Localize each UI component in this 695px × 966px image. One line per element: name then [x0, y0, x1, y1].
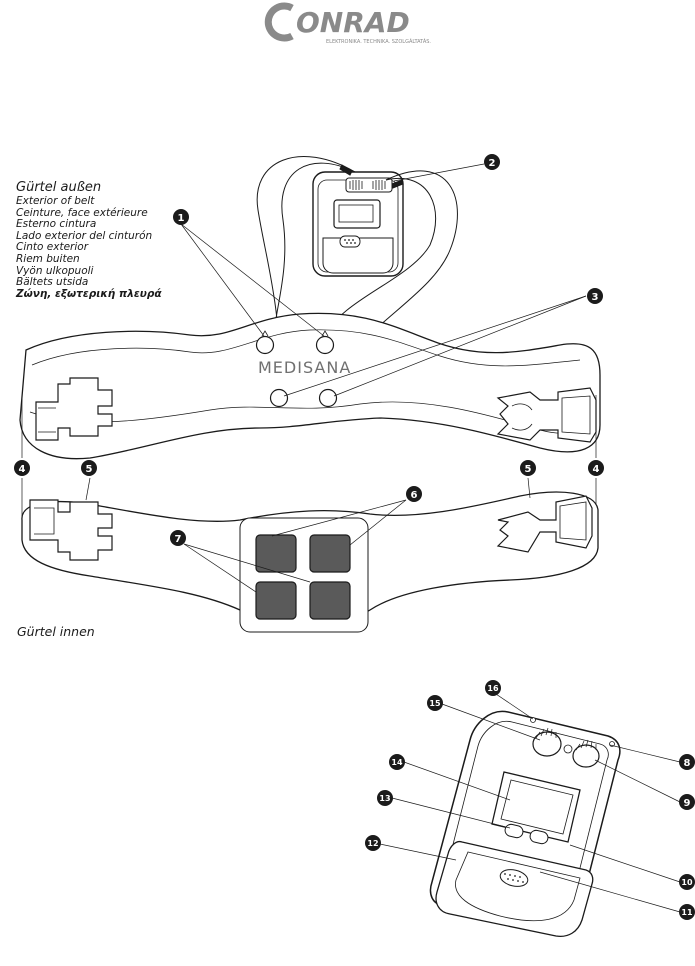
- callout-11: 11: [679, 904, 695, 920]
- logo-c-mark: [264, 2, 294, 42]
- callout-12: 12: [365, 835, 381, 851]
- callout-6: 6: [406, 486, 422, 502]
- label-portuguese: Cinto exterior: [16, 241, 89, 254]
- electrode-pad-top-right: [309, 534, 351, 573]
- label-swedish: Bältets utsida: [16, 276, 89, 289]
- svg-text:16: 16: [487, 684, 499, 693]
- svg-text:10: 10: [681, 878, 693, 887]
- callout-1: 1: [173, 209, 189, 225]
- callout-2: 2: [484, 154, 500, 170]
- callout-14: 14: [389, 754, 405, 770]
- svg-text:1: 1: [178, 213, 185, 224]
- electrode-pad-bottom-left: [255, 581, 297, 620]
- callout-5-right: 5: [520, 460, 536, 476]
- svg-text:7: 7: [175, 534, 182, 545]
- callout-5-left: 5: [81, 460, 97, 476]
- logo-tagline: ELEKTRONIKA. TECHNIKA. SZOLGÁLTATÁS.: [326, 38, 431, 45]
- electrode-pads: [255, 534, 351, 620]
- label-greek: Ζώνη, εξωτερική πλευρά: [16, 287, 162, 300]
- label-french: Ceinture, face extérieure: [16, 206, 148, 219]
- svg-text:12: 12: [367, 839, 378, 848]
- callout-10: 10: [679, 874, 695, 890]
- callout-13: 13: [377, 790, 393, 806]
- top-device: [312, 171, 404, 277]
- belt-exterior: [19, 312, 601, 460]
- callout-3: 3: [587, 288, 603, 304]
- belt-interior-label: Gürtel innen: [17, 624, 95, 639]
- belt-brand-label: MEDISANA: [258, 358, 351, 377]
- svg-text:9: 9: [684, 798, 691, 809]
- device-detail: [429, 710, 621, 938]
- callout-markers: 1 2 3 4 5 5 4 6 7 16 15 8 14 13 9 12 10 …: [14, 154, 695, 920]
- svg-text:4: 4: [19, 464, 26, 475]
- svg-text:14: 14: [391, 758, 403, 767]
- electrode-pad-top-left: [255, 534, 297, 573]
- label-dutch: Riem buiten: [16, 252, 80, 265]
- label-spanish: Lado exterior del cinturón: [16, 229, 153, 242]
- label-finnish: Vyön ulkopuoli: [16, 264, 94, 277]
- label-italian: Esterno cintura: [16, 218, 97, 231]
- leader-lines: [85, 163, 681, 913]
- label-german: Gürtel außen: [16, 180, 102, 195]
- svg-text:4: 4: [593, 464, 600, 475]
- callout-8: 8: [679, 754, 695, 770]
- callout-16: 16: [485, 680, 501, 696]
- svg-text:15: 15: [429, 699, 441, 708]
- callout-9: 9: [679, 794, 695, 810]
- logo-wordmark: ONRAD: [296, 6, 410, 39]
- electrode-pad-bottom-right: [309, 581, 351, 620]
- callout-7: 7: [170, 530, 186, 546]
- label-english: Exterior of belt: [16, 195, 95, 207]
- svg-text:5: 5: [86, 464, 93, 475]
- svg-text:3: 3: [592, 292, 599, 303]
- callout-4-right: 4: [588, 460, 604, 476]
- svg-text:5: 5: [525, 464, 532, 475]
- callout-4-left: 4: [14, 460, 30, 476]
- svg-text:13: 13: [379, 794, 390, 803]
- svg-text:11: 11: [681, 908, 693, 917]
- svg-text:6: 6: [411, 490, 418, 501]
- conrad-logo: ONRAD ELEKTRONIKA. TECHNIKA. SZOLGÁLTATÁ…: [264, 2, 431, 45]
- svg-text:8: 8: [684, 758, 691, 769]
- belt-exterior-label-list: Gürtel außen Exterior of belt Ceinture, …: [16, 180, 162, 300]
- svg-text:2: 2: [489, 158, 496, 169]
- callout-15: 15: [427, 695, 443, 711]
